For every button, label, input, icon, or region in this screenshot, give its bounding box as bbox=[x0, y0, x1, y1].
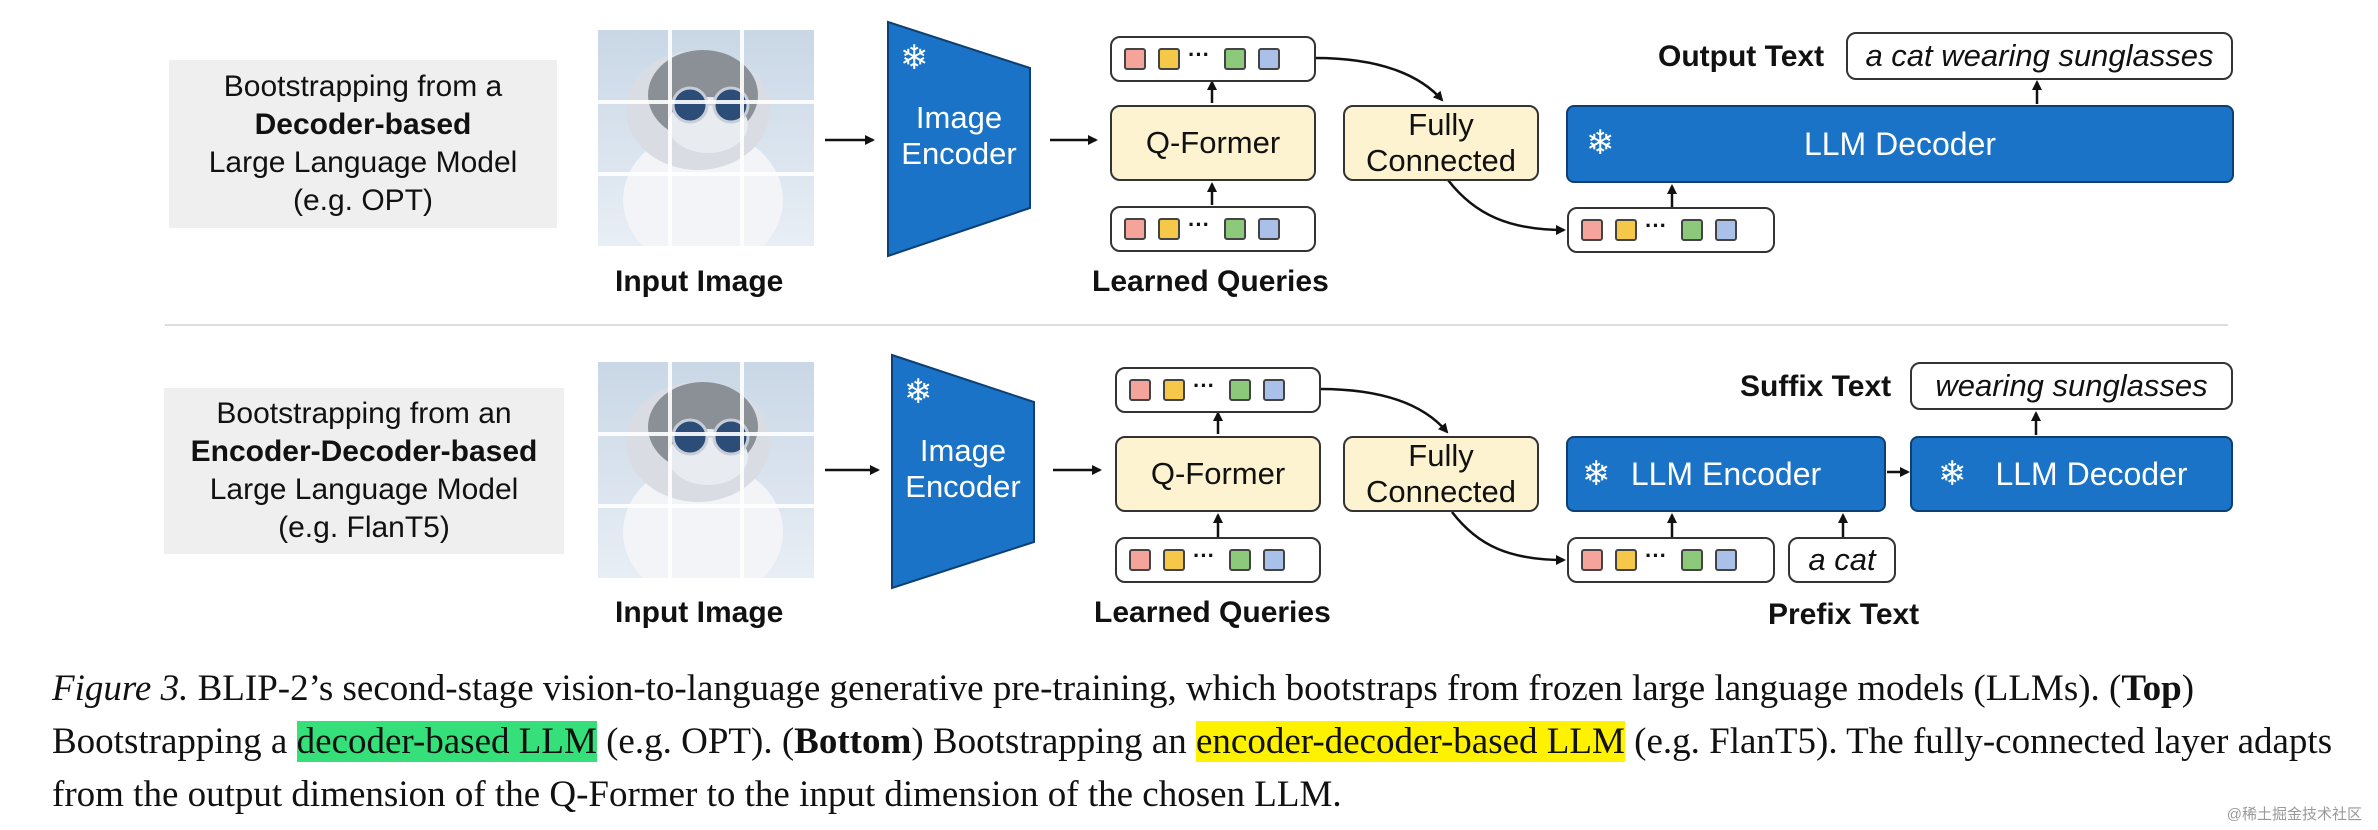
query-token bbox=[1229, 549, 1251, 571]
top-fully-connected: Fully Connected bbox=[1343, 105, 1539, 181]
bottom-image-encoder-snowflake-icon: ❄ bbox=[904, 373, 933, 411]
bottom-image-encoder-shape bbox=[891, 353, 1035, 590]
caption-text-4: ) Bootstrapping an bbox=[911, 721, 1196, 762]
query-token bbox=[1615, 549, 1637, 571]
bottom-learned-queries: ··· bbox=[1115, 537, 1321, 583]
query-token bbox=[1581, 219, 1603, 241]
bottom-suffix-text-label: Suffix Text bbox=[1740, 370, 1892, 403]
caption-highlight-decoder: decoder-based LLM bbox=[296, 721, 597, 762]
arrow-fc-to-llm-tokens-bottom bbox=[1451, 511, 1566, 565]
query-token bbox=[1581, 549, 1603, 571]
top-qformer-output-tokens: ··· bbox=[1110, 36, 1316, 82]
bottom-desc-line3: Large Language Model bbox=[209, 473, 519, 506]
cat-sunglasses-image bbox=[598, 362, 814, 578]
arrow-out-to-fc-bottom bbox=[1319, 387, 1449, 434]
top-fc-label: Fully Connected bbox=[1366, 107, 1516, 178]
bottom-llm-encoder: ❄ LLM Encoder bbox=[1566, 436, 1886, 512]
query-token bbox=[1263, 379, 1285, 401]
bottom-qformer-output-tokens: ··· bbox=[1115, 367, 1321, 413]
caption-text-1: BLIP-2’s second-stage vision-to-language… bbox=[188, 668, 2122, 709]
top-image-encoder-snowflake-icon: ❄ bbox=[900, 39, 929, 77]
top-learned-queries: ··· bbox=[1110, 206, 1316, 252]
query-token bbox=[1681, 549, 1703, 571]
caption-highlight-encoder-decoder: encoder-decoder-based LLM bbox=[1195, 721, 1625, 762]
query-token bbox=[1124, 48, 1146, 70]
bottom-llm-decoder: ❄ LLM Decoder bbox=[1910, 436, 2233, 512]
top-input-image bbox=[598, 30, 814, 246]
arrow-fc-to-llm-tokens-top bbox=[1447, 179, 1566, 235]
arrow-out-to-fc-top bbox=[1314, 56, 1444, 102]
cat-sunglasses-image bbox=[598, 30, 814, 246]
bottom-desc-line4: (e.g. FlanT5) bbox=[278, 511, 450, 544]
top-image-encoder-label: Image Encoder bbox=[901, 100, 1017, 171]
query-token bbox=[1124, 218, 1146, 240]
bottom-prefix-text: a cat bbox=[1788, 537, 1896, 583]
query-token bbox=[1129, 379, 1151, 401]
top-output-text: a cat wearing sunglasses bbox=[1846, 32, 2233, 80]
bottom-description: Bootstrapping from an Encoder-Decoder-ba… bbox=[164, 388, 564, 554]
top-llm-input-tokens: ··· bbox=[1567, 207, 1775, 253]
query-token bbox=[1258, 218, 1280, 240]
bottom-input-image-label: Input Image bbox=[615, 596, 784, 629]
top-learned-queries-label: Learned Queries bbox=[1092, 265, 1329, 298]
query-token bbox=[1681, 219, 1703, 241]
top-desc-line1: Bootstrapping from a bbox=[223, 70, 503, 103]
top-output-text-label: Output Text bbox=[1658, 40, 1825, 73]
token-ellipsis: ··· bbox=[1193, 543, 1215, 568]
top-llm-decoder: ❄ LLM Decoder bbox=[1566, 105, 2234, 183]
top-description: Bootstrapping from a Decoder-based Large… bbox=[169, 60, 557, 228]
bottom-desc-line2: Encoder-Decoder-based bbox=[190, 435, 538, 468]
top-input-image-label: Input Image bbox=[615, 265, 784, 298]
bottom-input-image bbox=[598, 362, 814, 578]
bottom-suffix-text: wearing sunglasses bbox=[1910, 362, 2233, 410]
bottom-desc-line1: Bootstrapping from an bbox=[216, 397, 512, 430]
caption-top: Top bbox=[2121, 668, 2182, 709]
token-ellipsis: ··· bbox=[1645, 213, 1667, 238]
bottom-fully-connected: Fully Connected bbox=[1343, 436, 1539, 512]
bottom-prefix-text-label: Prefix Text bbox=[1768, 598, 1920, 631]
token-ellipsis: ··· bbox=[1193, 373, 1215, 398]
bottom-fc-label: Fully Connected bbox=[1366, 438, 1516, 509]
query-token bbox=[1158, 48, 1180, 70]
query-token bbox=[1229, 379, 1251, 401]
query-token bbox=[1224, 48, 1246, 70]
query-token bbox=[1615, 219, 1637, 241]
query-token bbox=[1163, 379, 1185, 401]
caption-figure-number: Figure 3. bbox=[52, 668, 189, 709]
caption-text-2: ) Bootstrapping a bbox=[52, 668, 2195, 762]
top-desc-line3: Large Language Model bbox=[208, 146, 518, 179]
caption-text-3: (e.g. OPT). ( bbox=[596, 721, 795, 762]
top-desc-line4: (e.g. OPT) bbox=[292, 184, 434, 217]
query-token bbox=[1715, 549, 1737, 571]
query-token bbox=[1158, 218, 1180, 240]
token-ellipsis: ··· bbox=[1188, 212, 1210, 237]
query-token bbox=[1224, 218, 1246, 240]
bottom-llm-decoder-label: LLM Decoder bbox=[1995, 455, 2188, 492]
query-token bbox=[1263, 549, 1285, 571]
bottom-llm-decoder-snowflake-icon: ❄ bbox=[1938, 455, 1967, 493]
top-image-encoder-shape bbox=[887, 20, 1031, 258]
bottom-llm-encoder-label: LLM Encoder bbox=[1630, 455, 1822, 492]
query-token bbox=[1163, 549, 1185, 571]
top-qformer: Q-Former bbox=[1110, 105, 1316, 181]
caption-text-5: (e.g. FlanT5). The fully-connected layer… bbox=[52, 721, 2333, 815]
bottom-image-encoder-label: Image Encoder bbox=[905, 433, 1021, 504]
token-ellipsis: ··· bbox=[1645, 543, 1667, 568]
figure-caption: Figure 3. BLIP-2’s second-stage vision-t… bbox=[52, 662, 2352, 821]
top-desc-line2: Decoder-based bbox=[254, 108, 472, 141]
bottom-learned-queries-label: Learned Queries bbox=[1094, 596, 1331, 629]
top-llm-decoder-label: LLM Decoder bbox=[1803, 125, 1997, 162]
token-ellipsis: ··· bbox=[1188, 42, 1210, 67]
query-token bbox=[1715, 219, 1737, 241]
bottom-llm-encoder-snowflake-icon: ❄ bbox=[1582, 455, 1611, 493]
watermark: @稀土掘金技术社区 bbox=[2226, 806, 2362, 823]
bottom-qformer: Q-Former bbox=[1115, 436, 1321, 512]
caption-bottom: Bottom bbox=[794, 721, 912, 762]
query-token bbox=[1258, 48, 1280, 70]
top-llm-decoder-snowflake-icon: ❄ bbox=[1586, 124, 1615, 162]
bottom-llm-input-tokens: ··· bbox=[1567, 537, 1775, 583]
query-token bbox=[1129, 549, 1151, 571]
